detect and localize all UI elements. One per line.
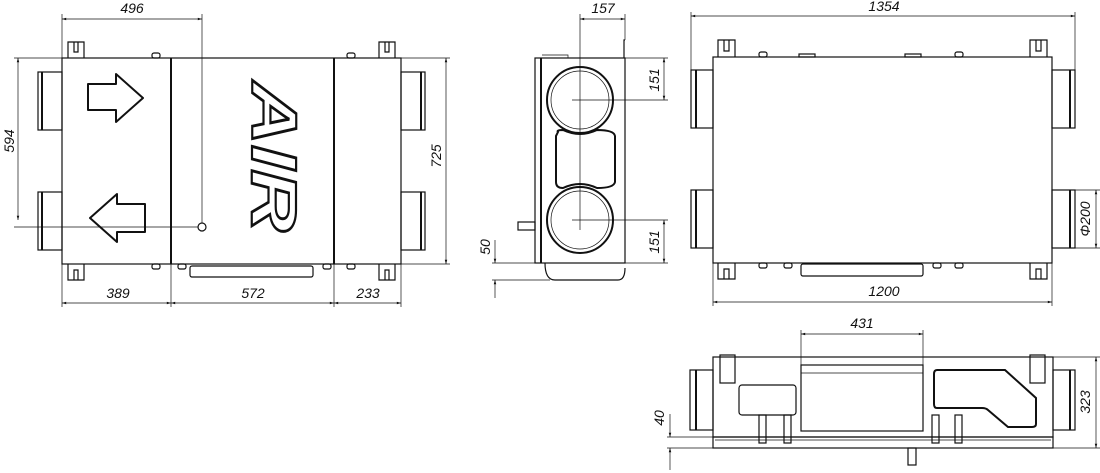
dim-594: 594 <box>1 129 17 153</box>
dim-725: 725 <box>428 144 444 168</box>
connectors <box>758 414 963 444</box>
dim-151-top: 151 <box>646 68 662 91</box>
front-view: AIR 496 594 725 389 572 233 <box>1 0 450 307</box>
dim-157: 157 <box>591 0 616 16</box>
top-dimensions: 1354 1200 Φ200 <box>690 0 1100 306</box>
dim-40: 40 <box>651 410 667 426</box>
drain-pipe <box>907 447 917 466</box>
dim-1200: 1200 <box>868 283 899 299</box>
airflow-out-arrow-icon <box>89 193 146 243</box>
bottom-view: 431 323 40 <box>651 315 1100 470</box>
dim-1354: 1354 <box>868 0 899 14</box>
filter-drawer <box>800 263 924 277</box>
dim-151-bottom: 151 <box>646 230 662 253</box>
dim-phi200: Φ200 <box>1077 201 1093 236</box>
dim-323: 323 <box>1077 390 1093 414</box>
side-view: 157 151 151 50 <box>477 0 668 298</box>
side-dimensions: 157 151 151 50 <box>477 0 668 298</box>
dim-431: 431 <box>850 315 873 331</box>
dim-233: 233 <box>355 285 380 301</box>
control-box <box>738 384 797 416</box>
front-dimensions: 496 594 725 389 572 233 <box>1 0 450 307</box>
unit-body <box>61 57 402 265</box>
filter-drawer <box>189 265 314 278</box>
bottom-dimensions: 431 323 40 <box>651 315 1100 470</box>
air-logo: AIR <box>238 79 310 232</box>
fan-block <box>800 364 924 432</box>
mounting-feet <box>67 41 396 281</box>
dim-496: 496 <box>120 0 144 16</box>
dim-572: 572 <box>241 285 265 301</box>
airflow-in-arrow-icon <box>87 73 144 123</box>
top-view: 1354 1200 Φ200 <box>690 0 1100 306</box>
dim-50: 50 <box>477 239 493 255</box>
dim-389: 389 <box>106 285 130 301</box>
service-hatch <box>933 369 1037 428</box>
